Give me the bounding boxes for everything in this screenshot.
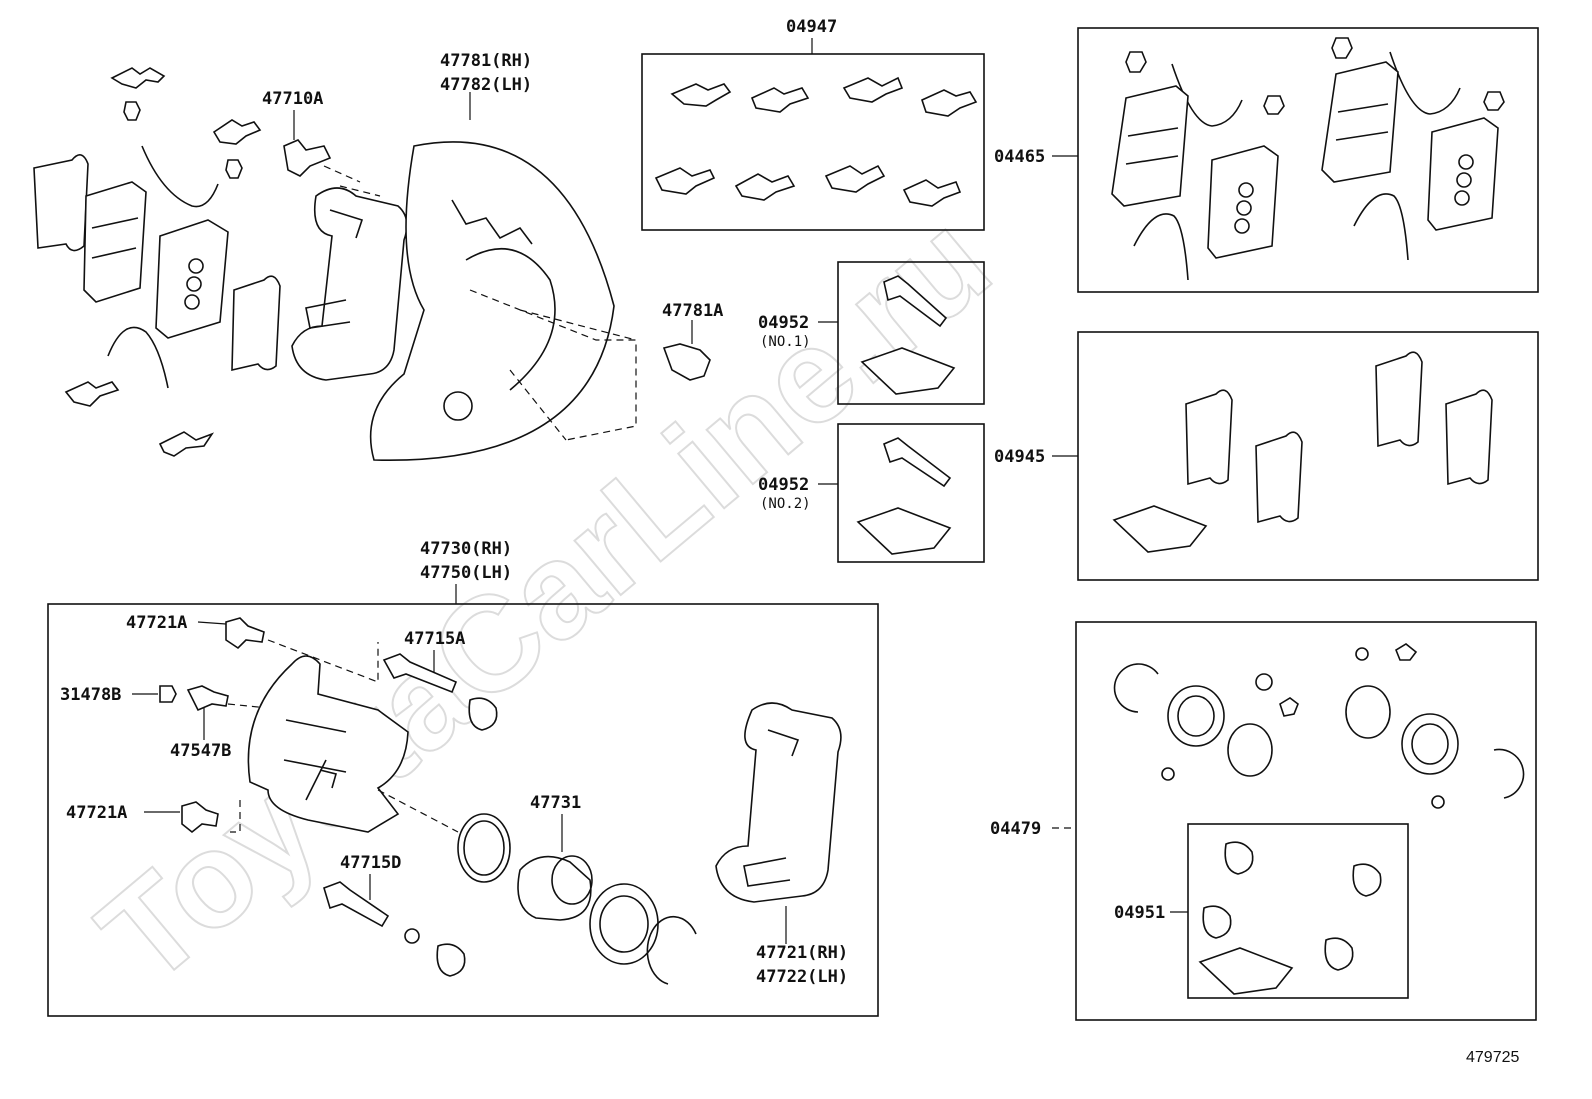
label-47721a-bot: 47721A: [66, 803, 127, 823]
cap-bleeder-icon: [159, 685, 269, 740]
guide-pin-kit-icon: [860, 275, 956, 395]
label-47781-rh: 47781(RH): [440, 51, 532, 71]
bleeder-bolt-icon: [225, 617, 379, 683]
bolt-47721a-icon: [181, 801, 219, 834]
bolt-47710a-icon: [283, 110, 361, 183]
seal-kit-icon: [1113, 643, 1525, 809]
label-04952-no1-sub: (NO.1): [760, 334, 811, 350]
caliper-body-icon: [230, 655, 459, 833]
box-04952-no1: [837, 261, 985, 405]
label-47750-lh: 47750(LH): [420, 563, 512, 583]
label-47730-rh: 47730(RH): [420, 539, 512, 559]
boot-kit-icon: [1198, 841, 1382, 995]
label-04952-no2: 04952: [758, 475, 809, 495]
label-04945: 04945: [994, 447, 1045, 467]
label-04952-no1: 04952: [758, 313, 809, 333]
piston-seal-icon: [457, 813, 697, 985]
shim-kit-icon: [654, 76, 978, 207]
caliper-bracket-icon: [291, 185, 408, 381]
label-04465: 04465: [994, 147, 1045, 167]
label-47715d: 47715D: [340, 853, 401, 873]
label-47782-lh: 47782(LH): [440, 75, 532, 95]
box-04947: [641, 53, 985, 231]
mounting-bracket-icon: [715, 702, 842, 903]
label-47547b: 47547B: [170, 741, 231, 761]
label-47721a-top: 47721A: [126, 613, 187, 633]
guide-pin-47715a-icon: [382, 653, 498, 731]
label-04952-no2-sub: (NO.2): [760, 496, 811, 512]
bolt-47781a-icon: [662, 320, 711, 381]
label-04947: 04947: [786, 17, 837, 37]
box-caliper-assembly: [47, 603, 879, 1017]
box-04951: [1187, 823, 1409, 999]
label-04951: 04951: [1114, 903, 1165, 923]
brake-pad-icon: [33, 154, 281, 372]
label-47710a: 47710A: [262, 89, 323, 109]
shim-set-icon: [1112, 351, 1493, 553]
pad-set-icon: [1111, 37, 1505, 281]
label-04479: 04479: [990, 819, 1041, 839]
label-47715a: 47715A: [404, 629, 465, 649]
pad-clip-icon: [64, 67, 262, 457]
diagram-id: 479725: [1466, 1049, 1519, 1066]
guide-pin-kit-2-icon: [856, 437, 952, 555]
label-47722-lh: 47722(LH): [756, 967, 848, 987]
wear-indicator-icon: [107, 145, 219, 389]
label-47781a: 47781A: [662, 301, 723, 321]
guide-pin-47715d-icon: [323, 881, 466, 977]
pad-kit-exploded-group: [33, 67, 281, 457]
box-04479: [1075, 621, 1537, 1021]
label-47731: 47731: [530, 793, 581, 813]
dust-shield-icon: [369, 92, 615, 461]
box-04952-no2: [837, 423, 985, 563]
label-47721-rh: 47721(RH): [756, 943, 848, 963]
label-31478b: 31478B: [60, 685, 121, 705]
box-04465: [1077, 27, 1539, 293]
shield-bolt-guide-lines: [469, 289, 637, 441]
